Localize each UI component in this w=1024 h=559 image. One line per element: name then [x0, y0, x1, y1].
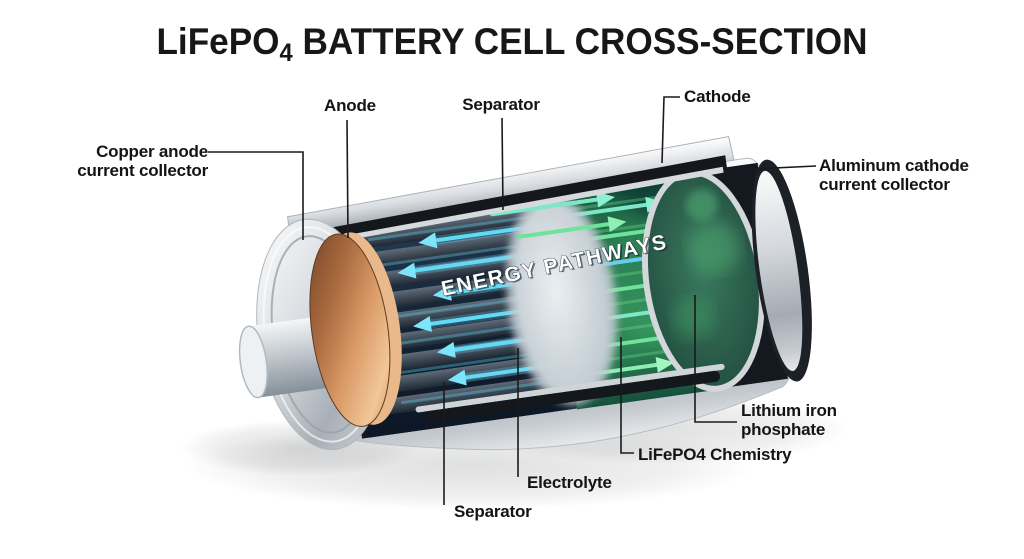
leader-separator-top	[501, 117, 504, 211]
leader-lines	[208, 96, 817, 505]
leader-lithium	[694, 295, 737, 423]
cathode-disc	[642, 169, 765, 392]
label-anode: Anode	[324, 96, 376, 115]
leader-chemistry	[620, 337, 634, 454]
leader-aluminum	[731, 165, 817, 171]
label-lithium-iron-phosphate: Lithium iron phosphate	[741, 401, 837, 439]
label-aluminum-cathode-collector: Aluminum cathode current collector	[819, 156, 969, 194]
terminal-stub	[238, 316, 332, 399]
page-title: LiFePO4 BATTERY CELL CROSS-SECTION	[26, 21, 999, 68]
leader-copper-anode	[208, 151, 304, 240]
leader-cathode	[661, 96, 680, 164]
energy-arrow-cross-icon	[490, 191, 627, 239]
title-prefix: LiFePO	[156, 21, 280, 62]
label-lifepo4-chemistry: LiFePO4 Chemistry	[638, 445, 792, 464]
label-cathode: Cathode	[684, 87, 751, 106]
casing-top-strip	[286, 136, 735, 248]
title-subscript: 4	[279, 39, 293, 67]
label-separator-top: Separator	[462, 95, 540, 114]
casing-opening	[751, 159, 812, 382]
leader-anode	[346, 119, 349, 239]
label-copper-anode-collector: Copper anode current collector	[77, 142, 208, 180]
title-suffix: BATTERY CELL CROSS-SECTION	[292, 21, 868, 62]
casing-bottom-slot	[415, 363, 725, 423]
battery-body: ENERGY PATHWAYS ENERGY PATHWAYS	[238, 136, 812, 451]
copper-collector-disc	[309, 232, 402, 427]
label-separator-bottom: Separator	[454, 502, 532, 521]
separator-disc	[506, 194, 618, 405]
label-electrolyte: Electrolyte	[527, 473, 612, 492]
